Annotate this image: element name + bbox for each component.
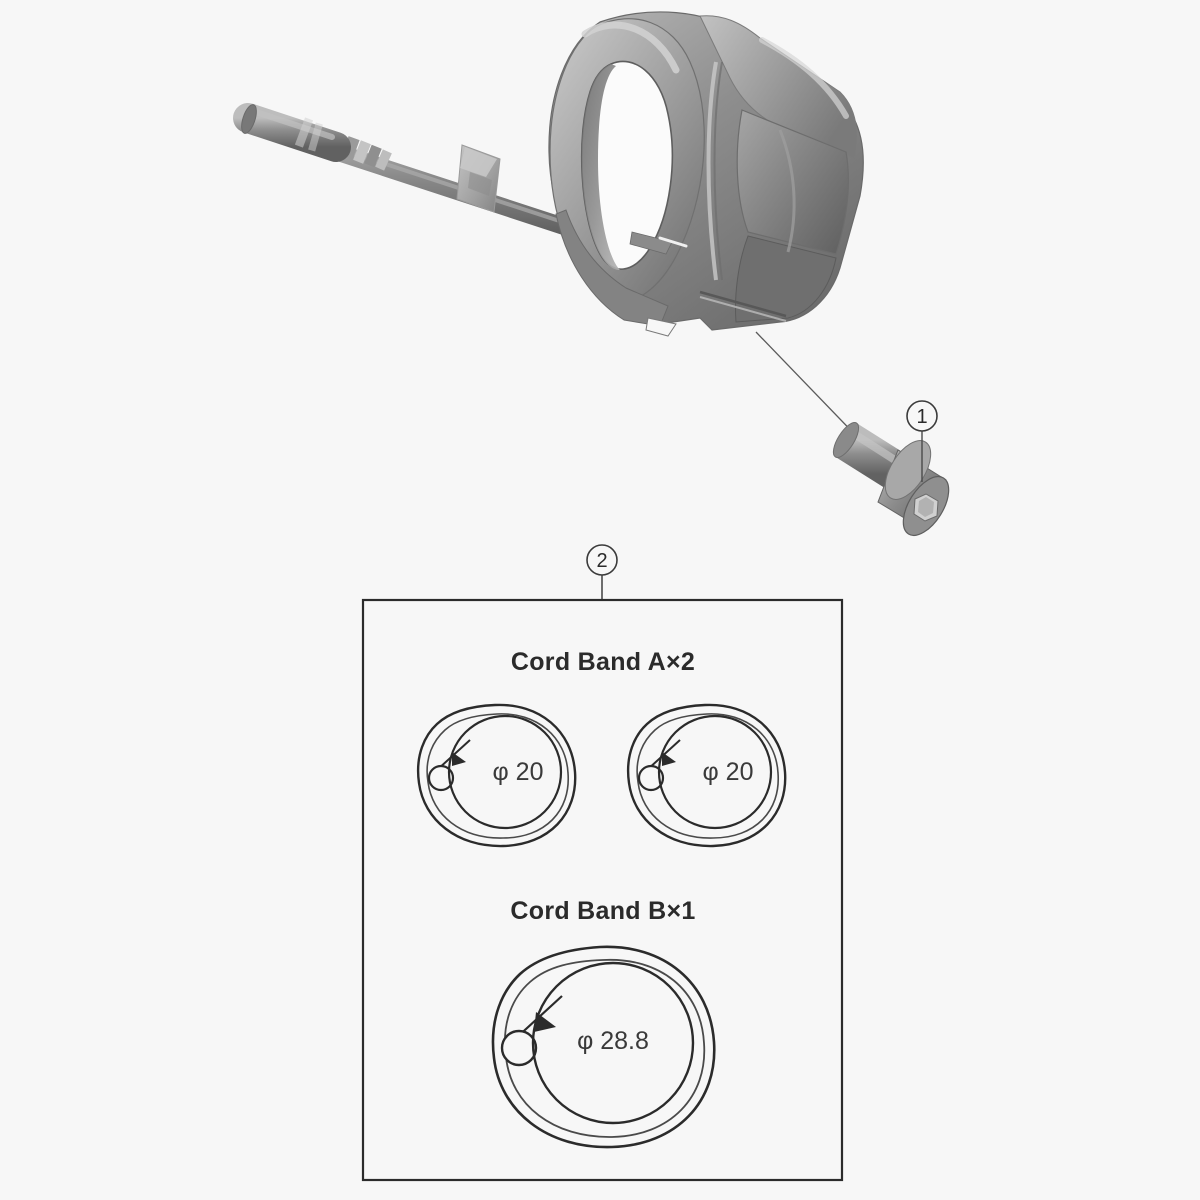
shifter-seam-rib — [706, 61, 718, 281]
shifter-front-lower — [735, 235, 837, 323]
cord-band-ring-a-2: φ 20 — [626, 703, 787, 848]
band-a1-inner-circle — [447, 714, 563, 830]
band-a1-diameter-label: φ 20 — [493, 758, 544, 786]
kit-box-border — [361, 598, 844, 1182]
callout-1-circle — [906, 400, 938, 432]
band-b1-outer-loop — [491, 945, 716, 1149]
band-a2-notch — [662, 752, 676, 766]
callout-2-label: 2 — [596, 550, 607, 572]
callout-1-label: 1 — [916, 406, 927, 428]
cord-band-ring-a-1: φ 20 — [416, 703, 577, 848]
callout-2: 2 — [586, 544, 618, 600]
shifter-top-highlight — [759, 37, 849, 119]
cord-band-a-heading: Cord Band A×2 — [511, 648, 695, 676]
shifter-seam-shadow — [713, 61, 723, 281]
callout-2-circle — [586, 544, 618, 576]
clamp-bolt — [832, 422, 950, 536]
shifter-side-crease — [778, 129, 796, 253]
band-b1-lock-head — [500, 1029, 538, 1067]
shifter-unit-body — [548, 11, 864, 337]
band-a1-outer-loop-inner — [426, 713, 569, 839]
band-b1-notch — [534, 1012, 556, 1032]
cord-band-kit-box: Cord Band A×2 φ 20 — [361, 598, 844, 1182]
shifter-rim-highlight — [581, 21, 680, 74]
cord-band-b-heading: Cord Band B×1 — [510, 897, 695, 925]
band-a2-diameter-label: φ 20 — [703, 758, 754, 786]
shifter-clamp-slot — [645, 317, 677, 337]
shifter-boss-highlight — [658, 236, 688, 248]
callout-1: 1 — [906, 400, 938, 482]
shifter-cover-groove — [699, 290, 787, 318]
band-a2-lock-head — [637, 764, 665, 792]
band-a1-lock-head — [427, 764, 455, 792]
wire-cord-band-clip — [456, 144, 501, 213]
cord-band-ring-b-1: φ 28.8 — [491, 945, 716, 1149]
band-b1-diameter-label: φ 28.8 — [577, 1027, 649, 1055]
bolt-hex-socket — [913, 493, 939, 522]
band-b1-outer-loop-inner — [504, 959, 706, 1138]
band-a2-outer-loop-inner — [636, 713, 779, 839]
band-a1-outer-loop — [416, 703, 577, 848]
electric-wire-connector — [233, 103, 599, 244]
shifter-top-panel — [699, 15, 858, 159]
wire-connector-plug — [233, 103, 351, 162]
bolt-shaft-tip — [832, 422, 860, 458]
band-a1-notch — [452, 752, 466, 766]
band-b1-inner-circle — [531, 961, 695, 1125]
band-a2-outer-loop — [626, 703, 787, 848]
shifter-cover-groove-highlight — [699, 296, 787, 322]
shifter-clamp-arm — [555, 209, 669, 327]
band-a2-inner-circle — [657, 714, 773, 830]
shifter-bore-wall — [581, 64, 620, 270]
